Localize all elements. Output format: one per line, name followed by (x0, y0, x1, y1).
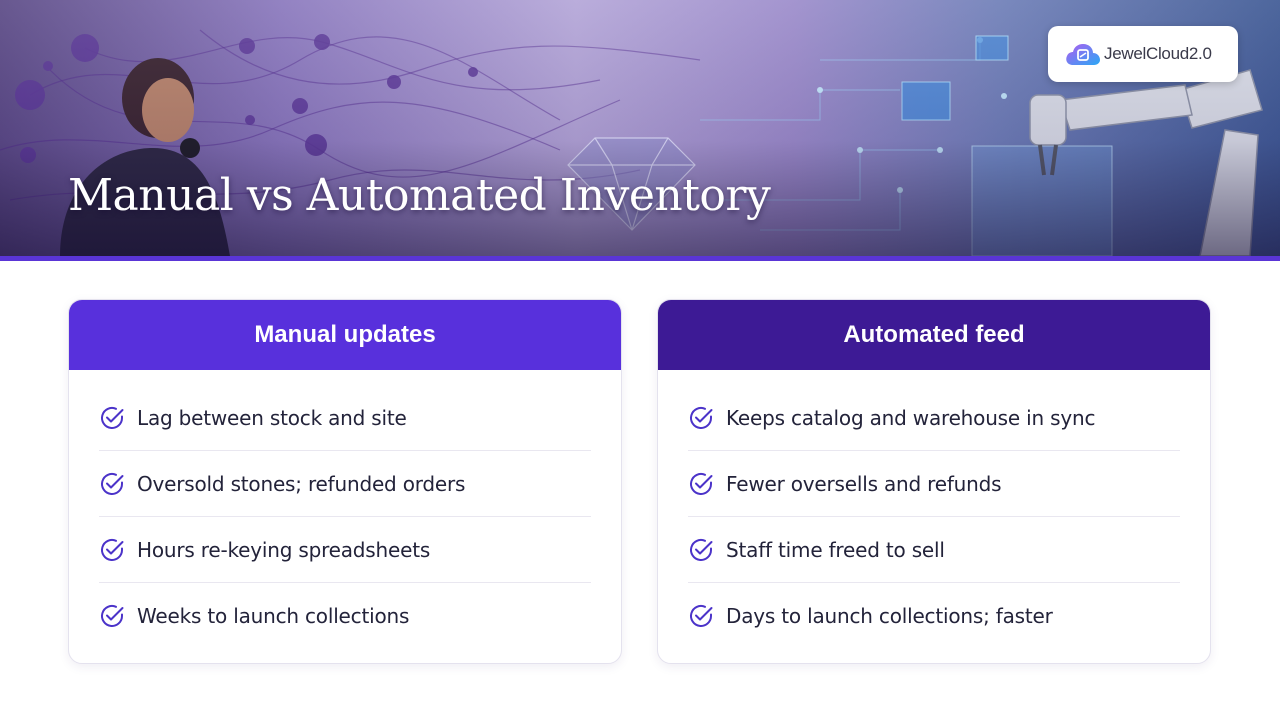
card-heading: Automated feed (658, 300, 1210, 370)
manual-updates-card: Manual updates Lag between stock and sit… (68, 299, 622, 664)
check-circle-icon (690, 406, 713, 429)
manual-items-list: Lag between stock and site Oversold ston… (69, 370, 621, 649)
list-item: Weeks to launch collections (99, 583, 591, 649)
item-label: Staff time freed to sell (726, 537, 945, 562)
header-banner: Manual vs Automated Inventory JewelCloud… (0, 0, 1280, 256)
list-item: Fewer oversells and refunds (688, 451, 1180, 517)
cloud-logo-icon (1066, 44, 1100, 65)
list-item: Staff time freed to sell (688, 517, 1180, 583)
list-item: Keeps catalog and warehouse in sync (688, 385, 1180, 451)
card-heading: Manual updates (69, 300, 621, 370)
list-item: Oversold stones; refunded orders (99, 451, 591, 517)
item-label: Days to launch collections; faster (726, 604, 1053, 628)
item-label: Keeps catalog and warehouse in sync (726, 405, 1096, 430)
check-circle-icon (690, 605, 713, 627)
list-item: Days to launch collections; faster (688, 583, 1180, 649)
page-title: Manual vs Automated Inventory (68, 170, 771, 221)
item-label: Fewer oversells and refunds (726, 471, 1002, 496)
item-label: Weeks to launch collections (137, 604, 410, 628)
automated-feed-card: Automated feed Keeps catalog and warehou… (657, 299, 1211, 664)
list-item: Lag between stock and site (99, 385, 591, 451)
item-label: Hours re-keying spreadsheets (137, 537, 431, 562)
item-label: Lag between stock and site (137, 405, 407, 430)
check-circle-icon (690, 472, 713, 495)
automated-items-list: Keeps catalog and warehouse in sync Fewe… (658, 370, 1210, 649)
list-item: Hours re-keying spreadsheets (99, 517, 591, 583)
check-circle-icon (101, 406, 124, 429)
check-circle-icon (101, 605, 124, 627)
logo-text: JewelCloud2.0 (1104, 44, 1212, 63)
check-circle-icon (690, 538, 713, 561)
check-circle-icon (101, 472, 124, 495)
item-label: Oversold stones; refunded orders (137, 471, 466, 496)
check-circle-icon (101, 538, 124, 561)
banner-divider (0, 256, 1280, 261)
brand-logo: JewelCloud2.0 (1048, 26, 1238, 82)
